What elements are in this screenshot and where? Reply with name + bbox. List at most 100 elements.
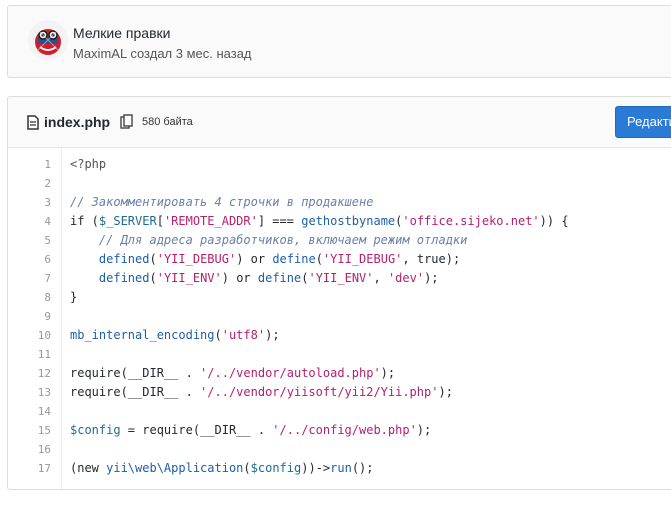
code-token: require(__DIR__ . [70,366,201,380]
code-text: // Для адреса разработчиков, включаем ре… [70,231,467,250]
code-line: 4 if ($_SERVER['REMOTE_ADDR'] === gethost… [8,212,671,231]
code-token: ( [301,271,309,285]
code-token: )) { [539,214,569,228]
code-line: 6 defined('YII_DEBUG') or define('YII_DE… [8,250,671,269]
line-number[interactable]: 9 [44,310,51,323]
code-token: if ( [70,214,99,228]
commit-meta: MaximAL создал 3 мес. назад [73,46,252,61]
code-token: ( [149,252,157,266]
line-number[interactable]: 5 [44,234,51,247]
code-token: yii\web\Application [106,461,244,475]
avatar[interactable] [28,20,68,60]
code-token: gethostbyname [301,214,396,228]
code-line: 2 [8,174,671,193]
code-token: 'YII_DEBUG' [322,252,403,266]
code-text: defined('YII_ENV') or define('YII_ENV', … [70,269,439,288]
line-number[interactable]: 4 [44,215,51,228]
code-text: <?php [70,155,106,174]
code-token: ( [315,252,323,266]
code-token: 'YII_DEBUG' [156,252,237,266]
line-number[interactable]: 15 [37,424,51,437]
code-token: 'dev' [387,271,425,285]
edit-button[interactable]: Редактировать [615,106,671,138]
code-token: ( [214,328,222,342]
code-token: ] === [257,214,302,228]
code-token: '/../config/web.php' [272,423,417,437]
code-token: , [373,271,388,285]
code-token: [ [156,214,164,228]
code-text: if ($_SERVER['REMOTE_ADDR'] === gethostb… [70,212,569,231]
code-line: 13 require(__DIR__ . '/../vendor/yiisoft/… [8,383,671,402]
commit-time: создал 3 мес. назад [130,46,252,61]
line-number[interactable]: 11 [37,348,51,361]
code-token: ); [438,385,453,399]
file-viewer: index.php 580 байта Редактировать 1<?php… [7,96,671,490]
line-number[interactable]: 3 [44,196,51,209]
code-line: 5 // Для адреса разработчиков, включаем … [8,231,671,250]
code-token [70,252,99,266]
line-number[interactable]: 6 [44,253,51,266]
code-line: 12 require(__DIR__ . '/../vendor/autoload… [8,364,671,383]
code-text: $config = require(__DIR__ . '/../config/… [70,421,431,440]
gutter-divider [61,147,62,489]
line-number[interactable]: 1 [44,158,51,171]
code-token: ( [149,271,157,285]
line-number[interactable]: 14 [37,405,51,418]
code-block: 1 <?php 2 3 // Закомментировать 4 строчки в … [8,155,671,478]
code-token: $config [250,461,302,475]
code-token: 'office.sijeko.net' [402,214,540,228]
line-number[interactable]: 12 [37,367,51,380]
code-token: ( [243,461,251,475]
code-line: 1 <?php [8,155,671,174]
code-text: } [70,288,77,307]
code-token: ))-> [301,461,331,475]
code-token: , true); [402,252,461,266]
line-number[interactable]: 10 [37,329,51,342]
code-line: 14 [8,402,671,421]
line-number[interactable]: 17 [37,462,51,475]
code-token: <?php [70,157,107,171]
code-line: 15 $config = require(__DIR__ . '/../confi… [8,421,671,440]
code-token: ) or [221,271,258,285]
code-token: require(__DIR__ . [70,385,201,399]
code-token: 'utf8' [221,328,266,342]
code-line: 9 [8,307,671,326]
code-token: $_SERVER [98,214,157,228]
line-number[interactable]: 13 [37,386,51,399]
commit-author[interactable]: MaximAL [73,46,127,61]
line-number[interactable]: 8 [44,291,51,304]
code-token: 'REMOTE_ADDR' [163,214,258,228]
code-token: // Закомментировать 4 строчки в продакше… [70,195,374,209]
file-size: 580 байта [142,116,193,128]
commit-title[interactable]: Мелкие правки [73,25,171,41]
code-token: // Для адреса разработчиков, включаем ре… [70,233,468,247]
code-token: '/../vendor/autoload.php' [200,366,381,380]
code-token: ); [380,366,396,380]
code-token: ); [424,271,439,285]
code-line: 3 // Закомментировать 4 строчки в продакш… [8,193,671,212]
code-token: (); [351,461,374,475]
code-token: = require(__DIR__ . [120,423,273,437]
code-text: (new yii\web\Application($config))->run(… [70,459,374,478]
code-line: 7 defined('YII_ENV') or define('YII_ENV'… [8,269,671,288]
line-number[interactable]: 16 [37,443,51,456]
code-line: 11 [8,345,671,364]
code-token: $config [70,423,121,437]
code-token: define [257,271,302,285]
line-number[interactable]: 7 [44,272,51,285]
code-token: } [70,290,78,304]
code-text: require(__DIR__ . '/../vendor/autoload.p… [70,364,395,383]
copy-icon[interactable] [120,114,133,135]
code-token: defined [98,252,150,266]
code-text: require(__DIR__ . '/../vendor/yiisoft/yi… [70,383,453,402]
code-line: 16 [8,440,671,459]
code-token: 'YII_ENV' [308,271,374,285]
code-token: run [330,461,352,475]
code-token [70,271,99,285]
code-line: 17(new yii\web\Application($config))->ru… [8,459,671,478]
code-text: defined('YII_DEBUG') or define('YII_DEBU… [70,250,460,269]
line-number[interactable]: 2 [44,177,51,190]
code-token: ( [395,214,403,228]
code-token: define [272,252,316,266]
